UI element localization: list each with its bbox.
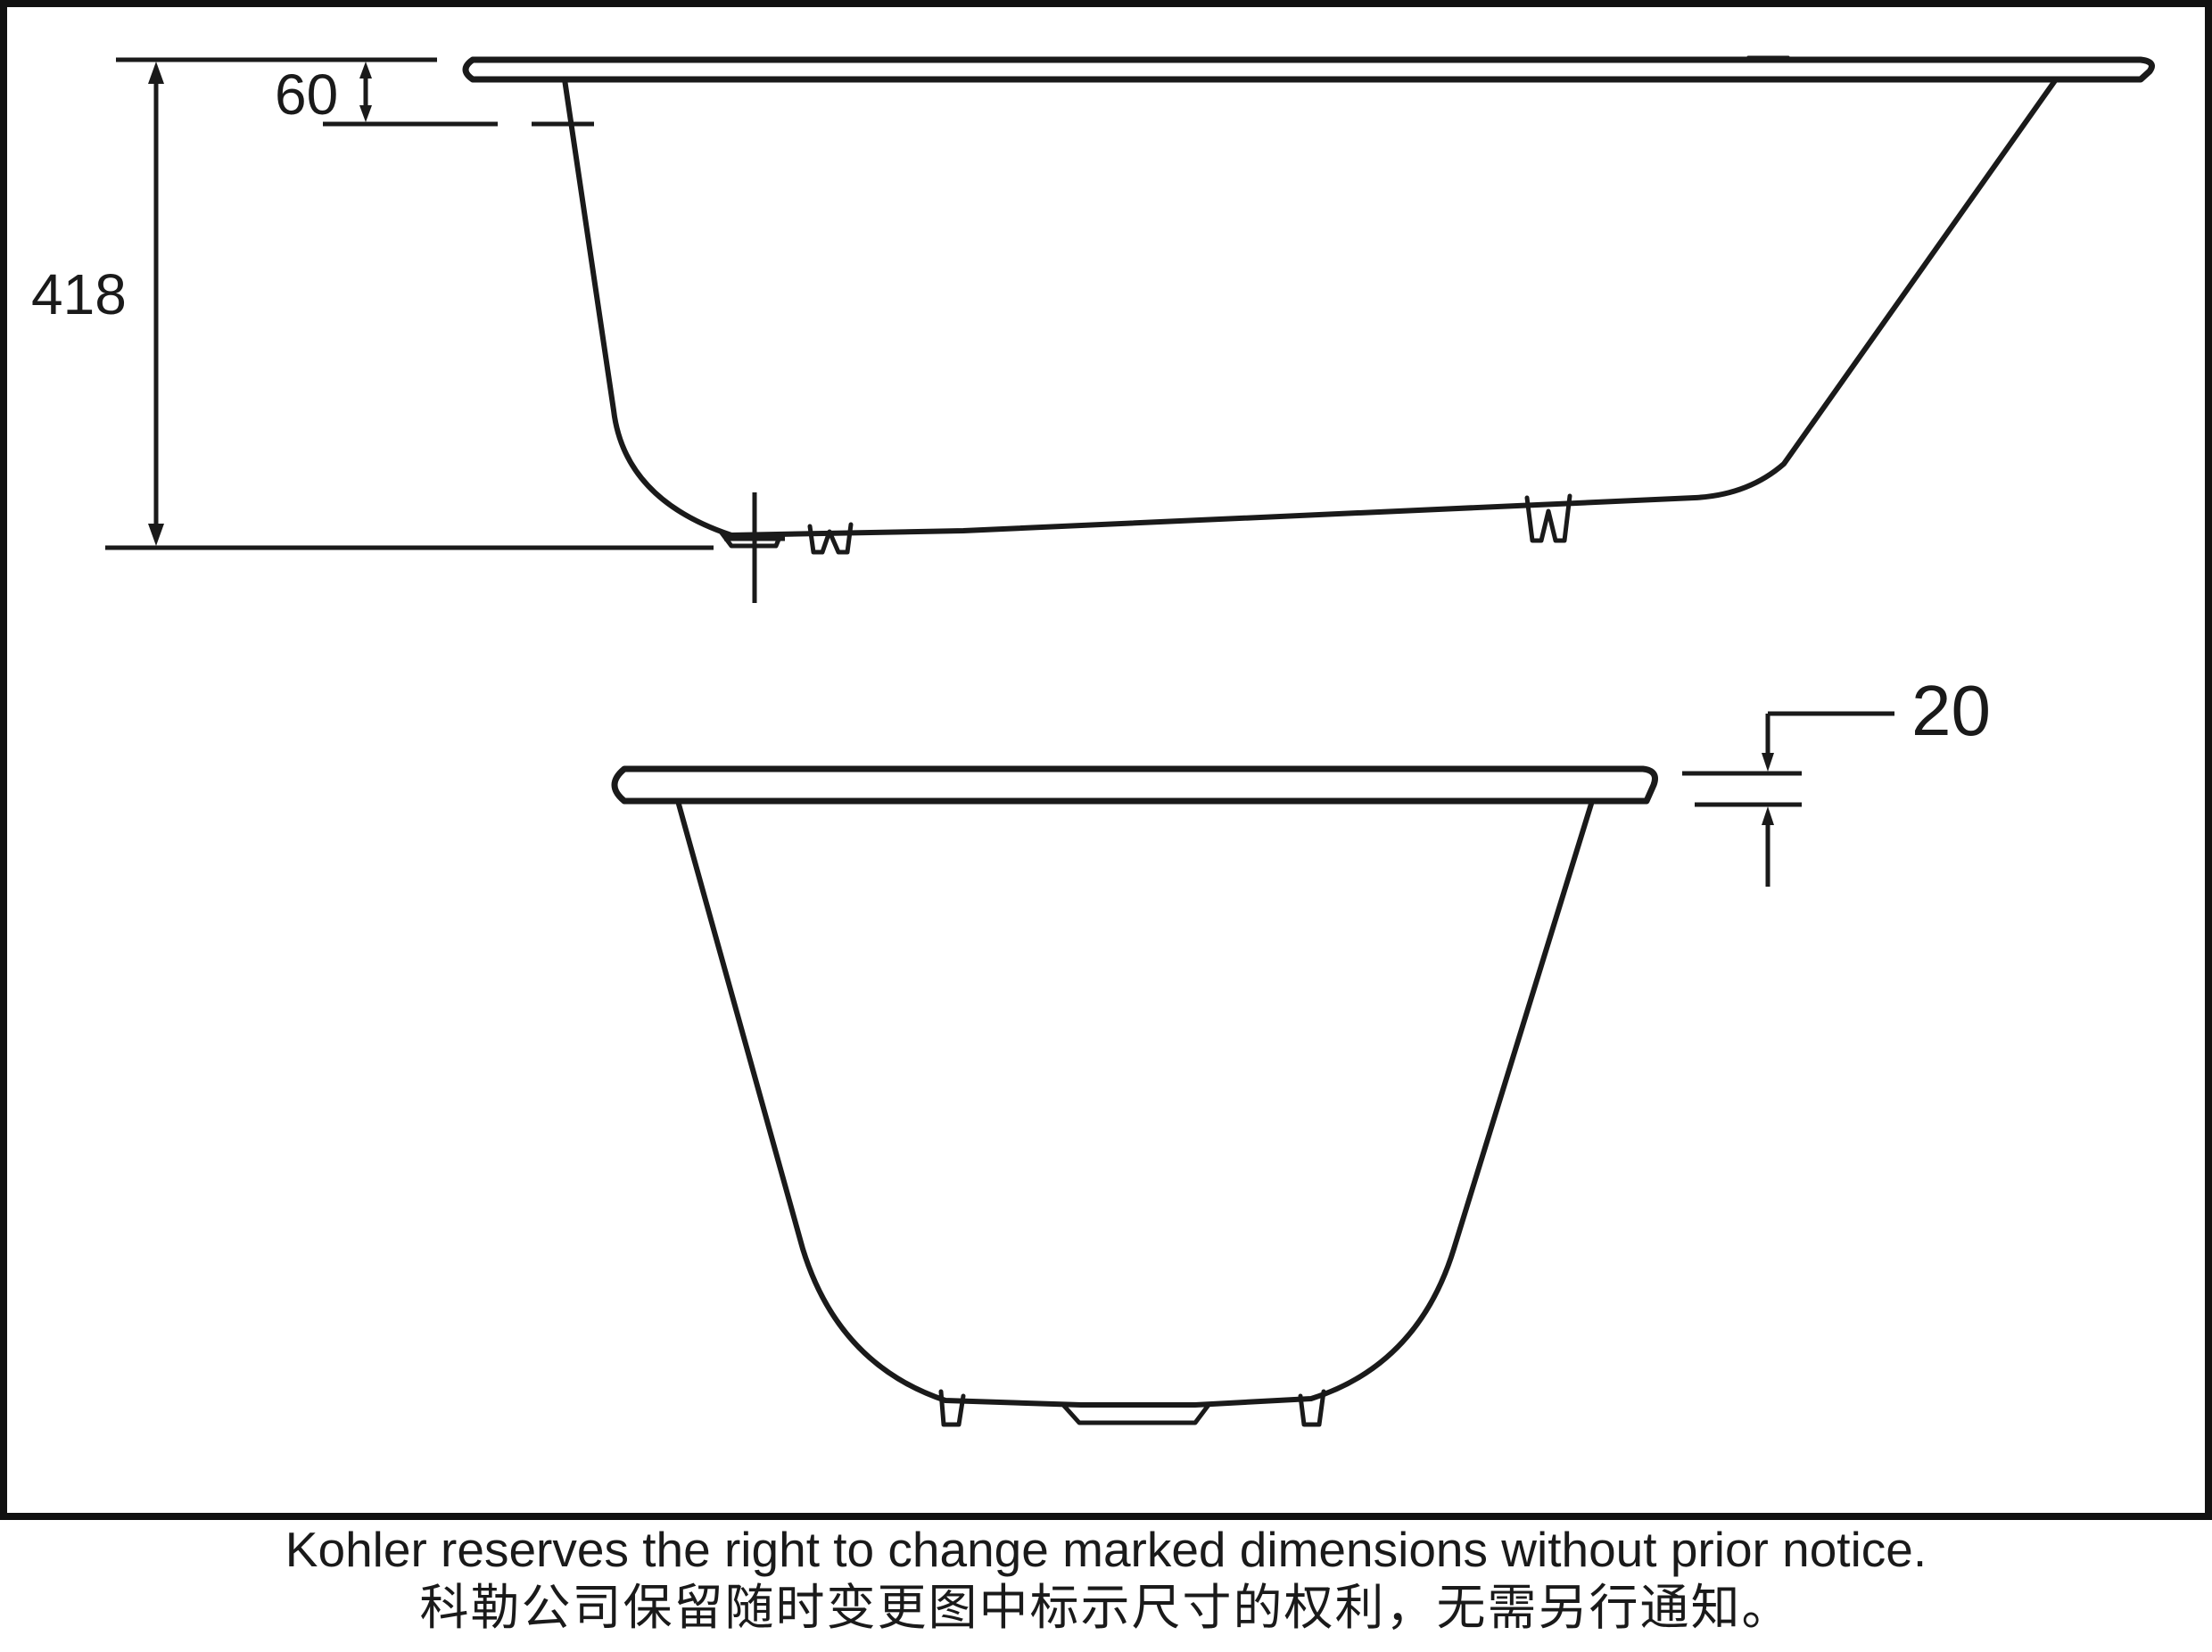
dimension-label-rim-offset: 60: [275, 62, 338, 127]
disclaimer-en: Kohler reserves the right to change mark…: [285, 1522, 1927, 1577]
dimension-label-overall-height: 418: [31, 262, 127, 326]
drawing-frame: [0, 0, 2212, 1520]
side-view-foot-left: [807, 522, 854, 555]
dimension-label-rim-thickness: 20: [1911, 671, 1991, 750]
dimension-rim-offset: 60: [275, 62, 594, 127]
arrowhead-up-rim: [1762, 806, 1774, 825]
arrowhead-down: [148, 524, 164, 546]
end-view-drain: [1061, 1402, 1211, 1425]
dimension-overall-height: 418: [31, 57, 714, 550]
side-view-foot-right: [1524, 493, 1572, 543]
arrowhead-down-rim: [1762, 753, 1774, 772]
arrowhead-up: [148, 62, 164, 84]
end-view-basin: [675, 798, 1595, 1408]
end-view: [611, 765, 1658, 1427]
end-view-rim: [611, 765, 1658, 805]
end-view-foot-right: [1298, 1389, 1326, 1427]
side-view-rim: [462, 56, 2155, 83]
footer-notice: Kohler reserves the right to change mark…: [0, 1521, 2212, 1637]
dimension-rim-thickness: 20: [1682, 671, 1991, 887]
side-view-basin: [562, 77, 2059, 538]
side-view: [462, 55, 2155, 603]
arrowhead-down-offset: [359, 105, 372, 122]
disclaimer-zh: 科勒公司保留随时变更图中标示尺寸的权利，无需另行通知。: [419, 1579, 1793, 1636]
end-view-foot-left: [938, 1389, 966, 1427]
arrowhead-up-offset: [359, 62, 372, 78]
